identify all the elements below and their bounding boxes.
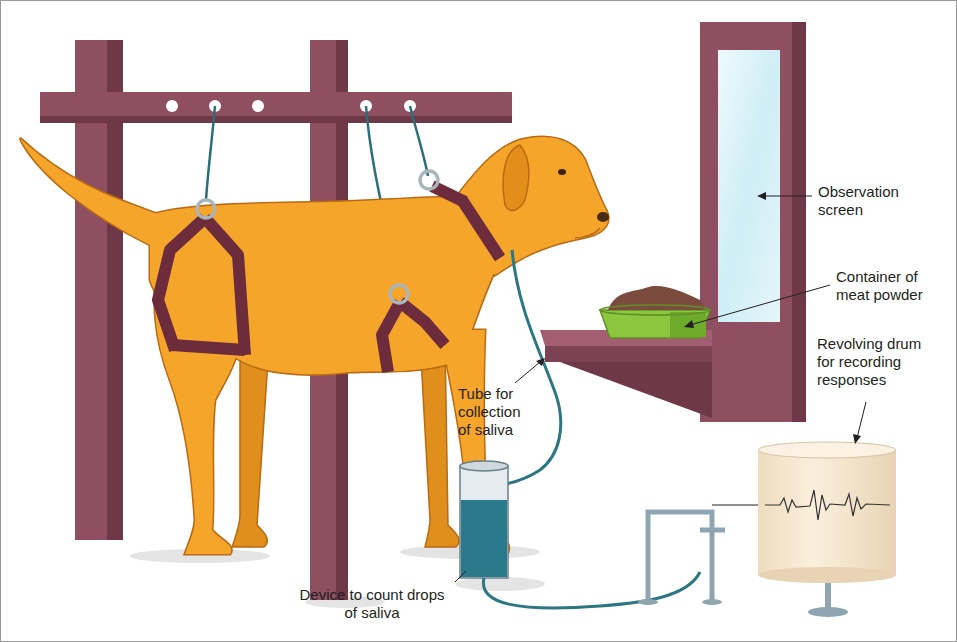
part-label: Tube for collection of saliva	[458, 385, 530, 439]
part-label: Observation screen	[818, 183, 913, 219]
part-label: Container of meat powder	[836, 268, 926, 304]
part-label: Device to count drops of saliva	[296, 586, 448, 622]
part-label: Revolving drum for recording responses	[817, 335, 932, 389]
